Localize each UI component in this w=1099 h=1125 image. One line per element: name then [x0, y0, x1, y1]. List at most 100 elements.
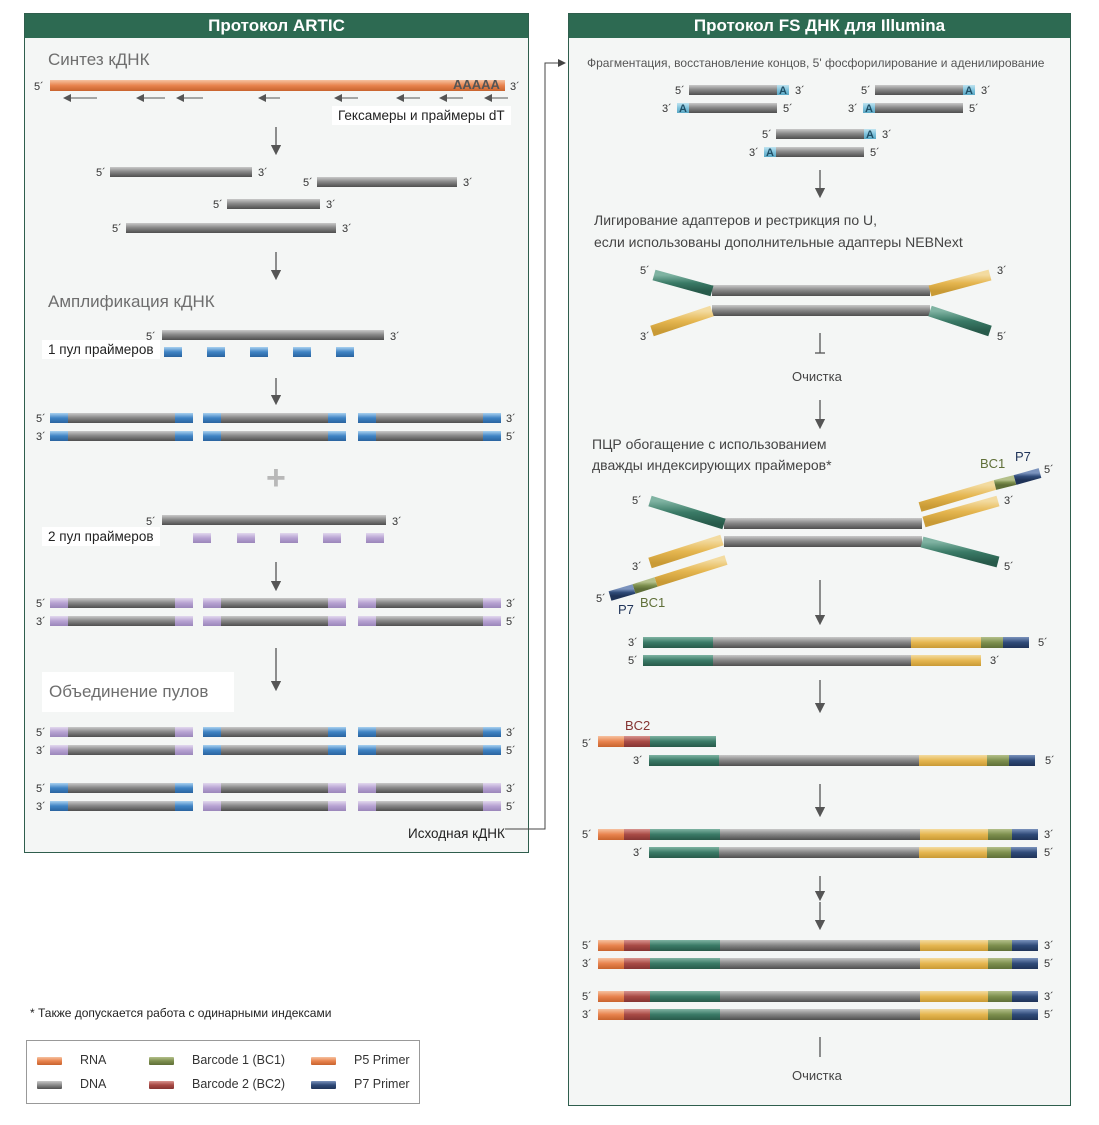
pool1-primer — [164, 347, 182, 357]
merged-amplicon-top — [50, 783, 68, 793]
final-product-top — [720, 940, 920, 951]
template-strand — [987, 755, 1009, 766]
cdna-fragment — [227, 199, 320, 209]
end-label-5: 5´ — [1044, 847, 1054, 859]
amplicon-bottom — [358, 616, 376, 626]
pcr-product-top — [981, 637, 1003, 648]
insert-bottom — [712, 305, 930, 316]
end-label-5: 5´ — [36, 413, 46, 425]
adapter-ligation-title-1: Лигирование адаптеров и рестрикция по U, — [594, 212, 878, 228]
adapter-yellow-arm — [650, 305, 714, 337]
final-product-bottom — [1011, 847, 1037, 858]
final-product-top — [1012, 829, 1038, 840]
insert-top — [724, 518, 922, 529]
legend-label: Barcode 2 (BC2) — [192, 1077, 286, 1091]
cdna-fragment — [110, 167, 252, 177]
a-tail-label: A — [779, 85, 787, 97]
pool2-primer — [193, 533, 211, 543]
amplicon-top — [328, 598, 346, 608]
legend-swatch — [149, 1056, 174, 1065]
end-label-3: 3´ — [981, 85, 991, 97]
amplicon-bottom — [328, 431, 346, 441]
fragment-top — [875, 85, 975, 95]
merged-amplicon-top — [50, 727, 68, 737]
legend-item-dna: DNA — [37, 1077, 106, 1091]
rna-strand — [50, 80, 505, 91]
bc1-label-top: BC1 — [980, 456, 1006, 471]
a-tail — [863, 103, 875, 113]
insert-bottom — [724, 536, 922, 547]
merged-amplicon-top — [221, 727, 328, 737]
amplicon-top — [50, 413, 68, 423]
end-label-3: 3´ — [662, 103, 672, 115]
merged-amplicon-bottom — [328, 801, 346, 811]
final-product-top — [988, 829, 1012, 840]
legend-item-p7: P7 Primer — [311, 1077, 410, 1091]
end-label-3: 3´ — [633, 755, 643, 767]
end-label-3: 3´ — [882, 129, 892, 141]
amplicon-top — [203, 413, 221, 423]
merged-amplicon-bottom — [358, 801, 376, 811]
final-product-bottom — [624, 958, 650, 969]
final-product-top — [650, 829, 720, 840]
amplicon-top — [376, 598, 483, 608]
amplicon-bottom — [203, 616, 221, 626]
final-product-bottom — [988, 1009, 1012, 1020]
amplicon-bottom — [483, 431, 501, 441]
pcr-primer-p7 — [608, 584, 636, 601]
legend-label: P5 Primer — [354, 1053, 410, 1067]
connector-arrowhead — [558, 59, 566, 67]
end-label-3: 3´ — [36, 431, 46, 443]
end-label-5: 5´ — [632, 495, 642, 507]
amplicon-top — [175, 598, 193, 608]
end-label-3: 3´ — [36, 745, 46, 757]
amplicon-bottom — [50, 616, 68, 626]
end-label-3: 3´ — [1004, 495, 1014, 507]
final-product-bottom — [919, 847, 987, 858]
end-label-5: 5´ — [997, 331, 1007, 343]
merged-amplicon-bottom — [68, 745, 175, 755]
adapter-green-arm — [648, 495, 726, 530]
pcr-enrichment-title-2: дважды индексирующих праймеров* — [592, 457, 832, 473]
pcr-product-top — [911, 637, 981, 648]
end-label-5: 5´ — [1044, 1009, 1054, 1021]
amplicon-top — [68, 598, 175, 608]
amplicon-bottom — [203, 431, 221, 441]
pcr-product-top — [643, 637, 713, 648]
merged-amplicon-bottom — [376, 745, 483, 755]
end-label-3: 3´ — [1044, 829, 1054, 841]
end-label-3: 3´ — [392, 516, 402, 528]
amplicon-top — [203, 598, 221, 608]
end-label-3: 3´ — [326, 199, 336, 211]
final-product-top — [624, 829, 650, 840]
end-label-5: 5´ — [36, 783, 46, 795]
p5-primer — [598, 736, 624, 747]
final-product-bottom — [624, 1009, 650, 1020]
legend-swatch — [311, 1080, 336, 1089]
cdna-fragment — [126, 223, 336, 233]
final-product-top — [1012, 991, 1038, 1002]
merged-amplicon-top — [175, 727, 193, 737]
a-tail-label: A — [865, 103, 873, 115]
amplicon-bottom — [175, 616, 193, 626]
amplicon-bottom — [50, 431, 68, 441]
end-label-3: 3´ — [506, 727, 516, 739]
end-label-5: 5´ — [596, 593, 606, 605]
merged-amplicon-top — [483, 727, 501, 737]
plus-sign: + — [266, 459, 286, 497]
adapter-yellow-arm — [648, 534, 724, 569]
merged-amplicon-top — [68, 783, 175, 793]
end-label-5: 5´ — [969, 103, 979, 115]
pool1-primer — [336, 347, 354, 357]
a-tail-label: A — [965, 85, 973, 97]
end-label-5: 5´ — [582, 940, 592, 952]
p7-label-top: P7 — [1015, 449, 1031, 464]
artic-panel-title: Протокол ARTIC — [25, 14, 528, 38]
amplicon-top — [221, 598, 328, 608]
merged-amplicon-top — [328, 727, 346, 737]
end-label-5: 5´ — [36, 727, 46, 739]
final-product-top — [650, 991, 720, 1002]
final-product-top — [598, 829, 624, 840]
end-label-3: 3´ — [632, 561, 642, 573]
merged-amplicon-bottom — [68, 801, 175, 811]
